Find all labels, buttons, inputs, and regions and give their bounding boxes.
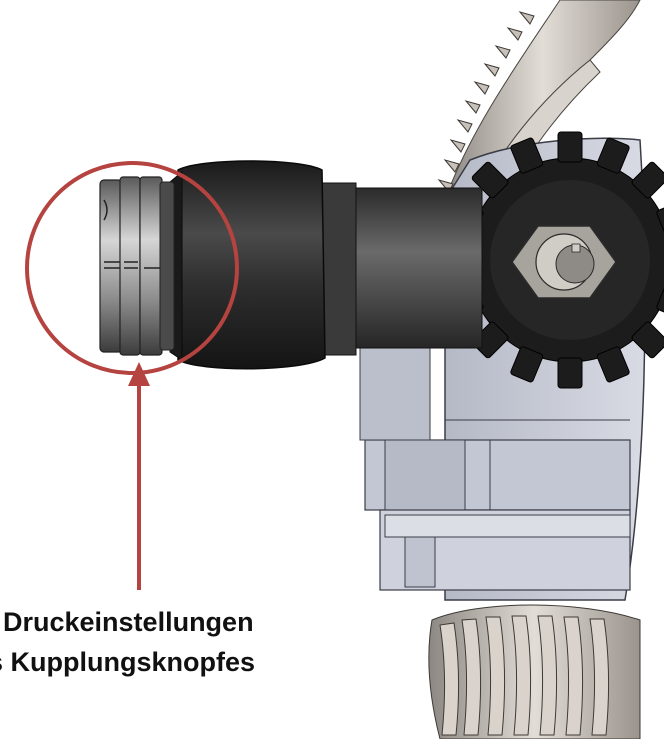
drive-gear xyxy=(441,131,664,389)
adjustment-rings xyxy=(99,176,175,356)
coupling-knob xyxy=(169,160,326,370)
caption-line-1: i Druckeinstellungen xyxy=(0,607,254,637)
lower-gear-rack xyxy=(428,604,641,739)
caption-line-2: s Kupplungsknopfes xyxy=(0,647,256,677)
caption: i Druckeinstellungen s Kupplungsknopfes xyxy=(0,602,348,682)
pointer-arrow xyxy=(128,362,150,590)
highlight-circle xyxy=(25,161,239,375)
shaft xyxy=(319,182,483,356)
